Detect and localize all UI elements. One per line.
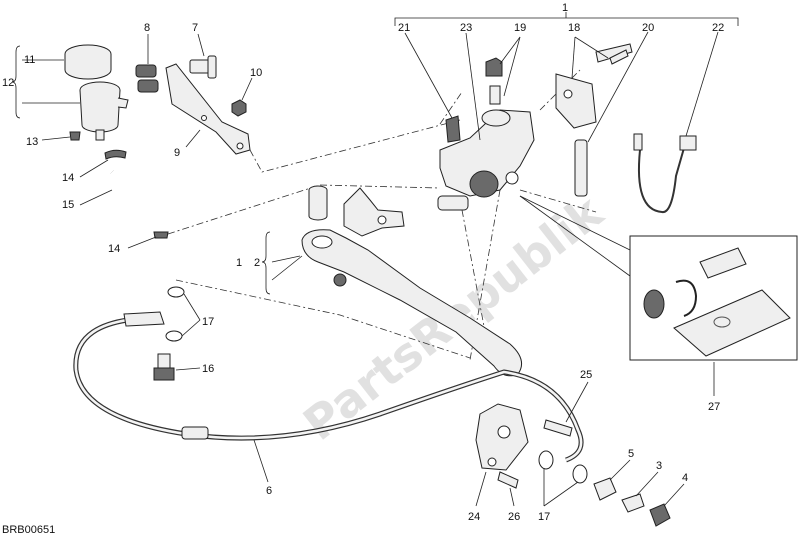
callout-26: 26 xyxy=(508,511,520,523)
callout-2: 2 xyxy=(254,257,260,269)
reservoir-hose xyxy=(108,168,167,233)
callout-18: 18 xyxy=(568,22,580,34)
callout-14-upper: 14 xyxy=(62,172,74,184)
clutch-hose xyxy=(73,311,584,463)
banjo-washers-upper xyxy=(165,286,185,342)
microswitch-pin xyxy=(574,139,588,197)
callout-7: 7 xyxy=(192,22,198,34)
callout-12: 12 xyxy=(2,77,14,89)
mounting-screw xyxy=(189,55,217,79)
threaded-insert xyxy=(445,115,461,143)
hose-clamp-upper xyxy=(104,149,127,160)
lever-pin xyxy=(308,185,328,221)
bleed-cap-lower xyxy=(649,503,671,527)
bleed-cap xyxy=(485,57,503,105)
callout-23: 23 xyxy=(460,22,472,34)
callout-11: 11 xyxy=(24,54,35,66)
callout-21: 21 xyxy=(398,22,410,34)
callout-14-lower: 14 xyxy=(108,243,120,255)
callout-3: 3 xyxy=(656,460,662,472)
callout-15: 15 xyxy=(62,199,74,211)
group-bracket-1 xyxy=(394,12,739,26)
bleed-screw xyxy=(593,477,645,513)
clamp-bolts xyxy=(595,43,633,65)
master-cylinder-body xyxy=(437,109,535,211)
bracket-nut xyxy=(231,99,247,117)
reservoir-bracket xyxy=(165,63,251,155)
callout-6: 6 xyxy=(266,485,272,497)
callout-16: 16 xyxy=(202,363,214,375)
hose-clamp-lower xyxy=(153,231,169,239)
brake-switch-wiring xyxy=(633,133,697,214)
callout-22: 22 xyxy=(712,22,724,34)
callout-27: 27 xyxy=(708,401,720,413)
callout-25: 25 xyxy=(580,369,592,381)
callout-19: 19 xyxy=(514,22,526,34)
callout-1-top: 1 xyxy=(562,2,568,14)
repair-kit-inset xyxy=(629,235,798,361)
callout-20: 20 xyxy=(642,22,654,34)
callout-17-lower: 17 xyxy=(538,511,550,523)
diagram-code: BRB00651 xyxy=(2,524,55,536)
callout-9: 9 xyxy=(174,147,180,159)
banjo-bolt xyxy=(153,353,175,381)
callout-5: 5 xyxy=(628,448,634,460)
lever-adjuster xyxy=(343,187,405,237)
reservoir-cap xyxy=(64,44,112,80)
callout-10: 10 xyxy=(250,67,262,79)
callout-24: 24 xyxy=(468,511,480,523)
lower-bolt xyxy=(543,419,573,437)
reservoir-body xyxy=(79,81,129,141)
banjo-washers-lower xyxy=(538,450,588,484)
callout-13: 13 xyxy=(26,136,38,148)
callout-1-left: 1 xyxy=(236,257,242,269)
slave-cylinder xyxy=(475,403,529,471)
clamp-half xyxy=(555,73,597,129)
callout-17-upper: 17 xyxy=(202,316,214,328)
callout-8: 8 xyxy=(144,22,150,34)
rubber-mounts xyxy=(135,64,159,93)
reservoir-grommet xyxy=(69,131,81,141)
slave-bolt xyxy=(497,471,519,489)
callout-4: 4 xyxy=(682,472,688,484)
